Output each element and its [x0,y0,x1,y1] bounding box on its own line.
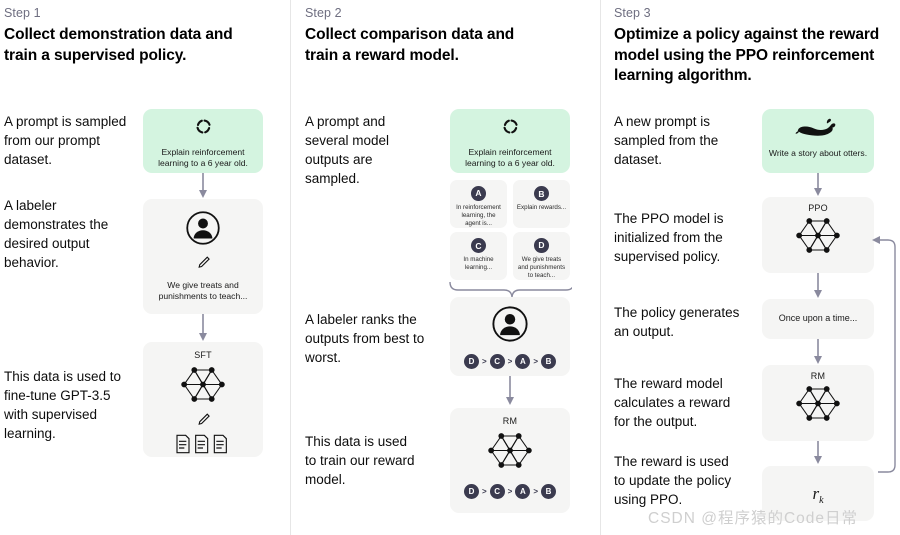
column-step-3: Step 3 Optimize a policy against the rew… [600,0,900,535]
rank-badge: A [515,484,531,499]
pencil-icon [196,255,211,275]
rank-badge: B [541,484,556,499]
step2-desc-1: A prompt and several model outputs are s… [305,114,390,187]
step3-rm-card[interactable]: RM [762,365,874,441]
step-label-3: Step 3 [614,6,651,20]
refresh-icon [195,118,212,140]
output-card-a[interactable]: A In reinforcement learning, the agent i… [450,180,507,228]
step3-prompt-card[interactable]: Write a story about otters. [762,109,874,173]
output-text-d: We give treats and punishments to teach.… [517,255,566,279]
step1-prompt-card[interactable]: Explain reinforcement learning to a 6 ye… [143,109,263,173]
rank-badge: A [515,354,531,369]
step2-rm-title: RM [502,416,518,426]
step1-labeler-card[interactable]: We give treats and punishments to teach.… [143,199,263,314]
step3-output-caption: Once upon a time... [778,313,858,324]
step2-prompt-caption: Explain reinforcement learning to a 6 ye… [465,147,555,169]
step2-rm-card[interactable]: RM [450,408,570,513]
output-text-a: In reinforcement learning, the agent is.… [456,203,501,227]
step1-arrow-1 [196,173,210,204]
neural-net-icon [789,381,847,431]
step-title-3: Optimize a policy against the reward mod… [614,26,880,85]
step1-desc-2: A labeler demonstrates the desired outpu… [4,198,109,271]
step2-rm-ranking: D > C > A > B [463,484,556,499]
step2-desc-2: A labeler ranks the outputs from best to… [305,312,425,366]
column-step-2: Step 2 Collect comparison data and train… [290,0,600,535]
neural-net-icon [789,213,847,263]
rank-badge: D [463,484,479,499]
step2-desc-3: This data is used to train our reward mo… [305,434,415,488]
step1-sft-title: SFT [194,350,212,360]
step1-prompt-caption: Explain reinforcement learning to a 6 ye… [158,147,248,169]
step3-arrow-1 [811,173,825,202]
reward-subscript: k [819,494,824,506]
output-badge-b: B [534,186,549,201]
output-card-d[interactable]: D We give treats and punishments to teac… [513,232,570,280]
step3-reward-card[interactable]: rk [762,466,874,521]
step1-desc-1: A prompt is sampled from our prompt data… [4,114,127,168]
step2-arrow-2 [503,376,517,411]
column-divider-1 [290,0,291,535]
step-title-2: Collect comparison data and train a rewa… [305,26,515,64]
rank-gt-icon: > [533,357,538,366]
step1-desc-3: This data is used to fine-tune GPT-3.5 w… [4,369,122,442]
output-badge-c: C [471,238,486,253]
otter-icon [795,117,841,142]
step3-feedback-loop-arrow [870,225,900,500]
neural-net-icon [174,362,232,412]
step-label-2: Step 2 [305,6,342,20]
rank-gt-icon: > [481,357,487,366]
rank-badge: C [489,484,505,499]
rank-gt-icon: > [507,357,513,366]
rank-gt-icon: > [481,487,487,496]
step3-arrow-3 [811,339,825,370]
documents-icon [175,434,231,459]
step3-desc-1: A new prompt is sampled from the dataset… [614,114,719,168]
refresh-icon [502,118,519,140]
person-circle-icon [185,210,221,251]
output-card-c[interactable]: C In machine learning... [450,232,507,280]
step-title-1: Collect demonstration data and train a s… [4,26,233,64]
rank-gt-icon: > [533,487,538,496]
watermark: CSDN @程序猿的Code日常 [648,510,859,527]
step3-prompt-caption: Write a story about otters. [768,148,868,158]
step3-desc-3: The policy generates an output. [614,305,740,340]
output-badge-a: A [471,186,486,201]
column-divider-2 [600,0,601,535]
pencil-icon [196,412,211,432]
step1-sft-card[interactable]: SFT [143,342,263,457]
step3-ppo-title: PPO [808,203,828,213]
output-text-b: Explain rewards... [516,204,567,211]
step3-ppo-card[interactable]: PPO [762,197,874,273]
rank-badge: B [541,354,556,369]
rank-badge: C [489,354,505,369]
rank-badge: D [463,354,479,369]
output-card-b[interactable]: B Explain rewards... [513,180,570,228]
step3-desc-4: The reward model calculates a reward for… [614,376,731,430]
column-step-1: Step 1 Collect demonstration data and tr… [0,0,290,535]
step-label-1: Step 1 [4,6,41,20]
step2-labeler-ranking: D > C > A > B [463,354,556,369]
step2-labeler-card[interactable]: D > C > A > B [450,297,570,376]
neural-net-icon [481,428,539,478]
step3-desc-2: The PPO model is initialized from the su… [614,211,724,265]
step3-output-card[interactable]: Once upon a time... [762,299,874,339]
step1-arrow-2 [196,314,210,347]
step3-desc-5: The reward is used to update the policy … [614,454,732,508]
output-text-c: In machine learning... [463,256,494,272]
reward-symbol: r [812,483,820,503]
rank-gt-icon: > [507,487,513,496]
output-badge-d: D [534,238,549,253]
step3-arrow-4 [811,441,825,470]
person-circle-icon [491,305,529,348]
step1-labeler-caption: We give treats and punishments to teach.… [158,280,248,302]
step3-rm-title: RM [810,371,826,381]
step2-prompt-card[interactable]: Explain reinforcement learning to a 6 ye… [450,109,570,173]
step3-arrow-2 [811,273,825,304]
